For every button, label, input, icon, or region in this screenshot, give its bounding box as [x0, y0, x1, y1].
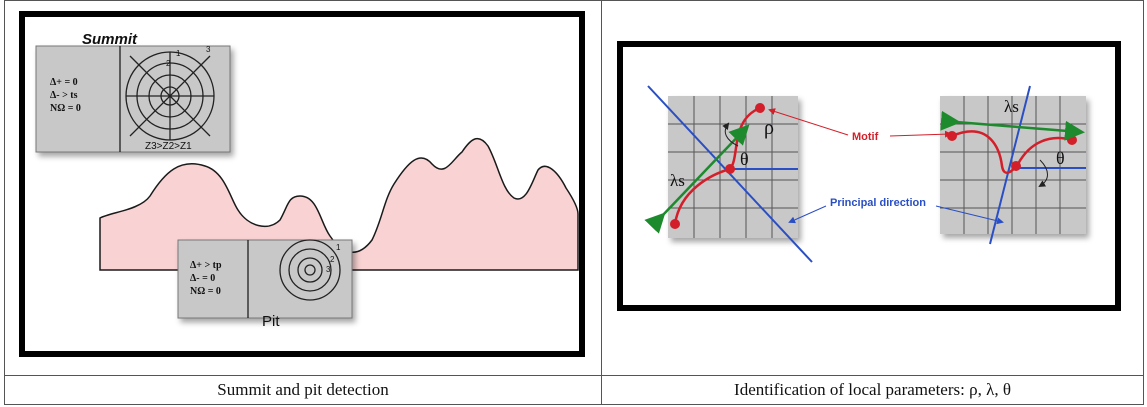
summit-ring-1: 1	[176, 49, 181, 58]
pit-condition-3: NΩ = 0	[190, 286, 221, 297]
right-lambda: λs	[1004, 97, 1019, 116]
summit-rule: Z3>Z2>Z1	[145, 141, 192, 152]
pit-title: Pit	[262, 313, 280, 330]
summit-condition-1: Δ+ = 0	[50, 77, 78, 88]
left-lambda: λs	[670, 171, 685, 190]
caption-local-parameters: Identification of local parameters: ρ, λ…	[734, 380, 1011, 399]
right-theta: θ	[1056, 148, 1065, 168]
summit-title: Summit	[82, 31, 138, 48]
summit-panel	[35, 45, 231, 153]
summit-ring-3: 3	[206, 45, 211, 54]
pit-ring-diagram	[279, 239, 341, 301]
pit-condition-2: Δ- = 0	[190, 273, 215, 284]
local-parameters-figure: θ ρ λs θ λs Motif Principal direction	[617, 41, 1121, 311]
summit-ring-2: 2	[166, 59, 171, 68]
motif-label: Motif	[852, 131, 879, 143]
pit-ring-2: 2	[330, 255, 335, 264]
summit-condition-2: Δ- > ts	[50, 90, 78, 101]
summit-condition-3: NΩ = 0	[50, 103, 81, 114]
right-lambda-arrow	[940, 110, 1085, 141]
summit-ring-diagram	[125, 51, 215, 141]
column-divider	[601, 1, 602, 405]
summit-pit-figure: 1 2 3 Z3>Z2>Z1 Summit Δ+ = 0 Δ- > ts NΩ …	[19, 11, 585, 357]
principal-direction-label: Principal direction	[830, 197, 926, 209]
caption-summit-pit: Summit and pit detection	[217, 380, 389, 399]
pit-ring-3: 3	[326, 265, 331, 274]
pit-ring-1: 1	[336, 243, 341, 252]
surface-profile	[99, 137, 579, 271]
pit-condition-1: Δ+ > tp	[190, 260, 222, 271]
left-theta: θ	[740, 149, 749, 169]
figure-table: Summit and pit detection Identification …	[4, 0, 1144, 405]
caption-divider	[5, 375, 1143, 376]
left-rho: ρ	[764, 117, 774, 139]
